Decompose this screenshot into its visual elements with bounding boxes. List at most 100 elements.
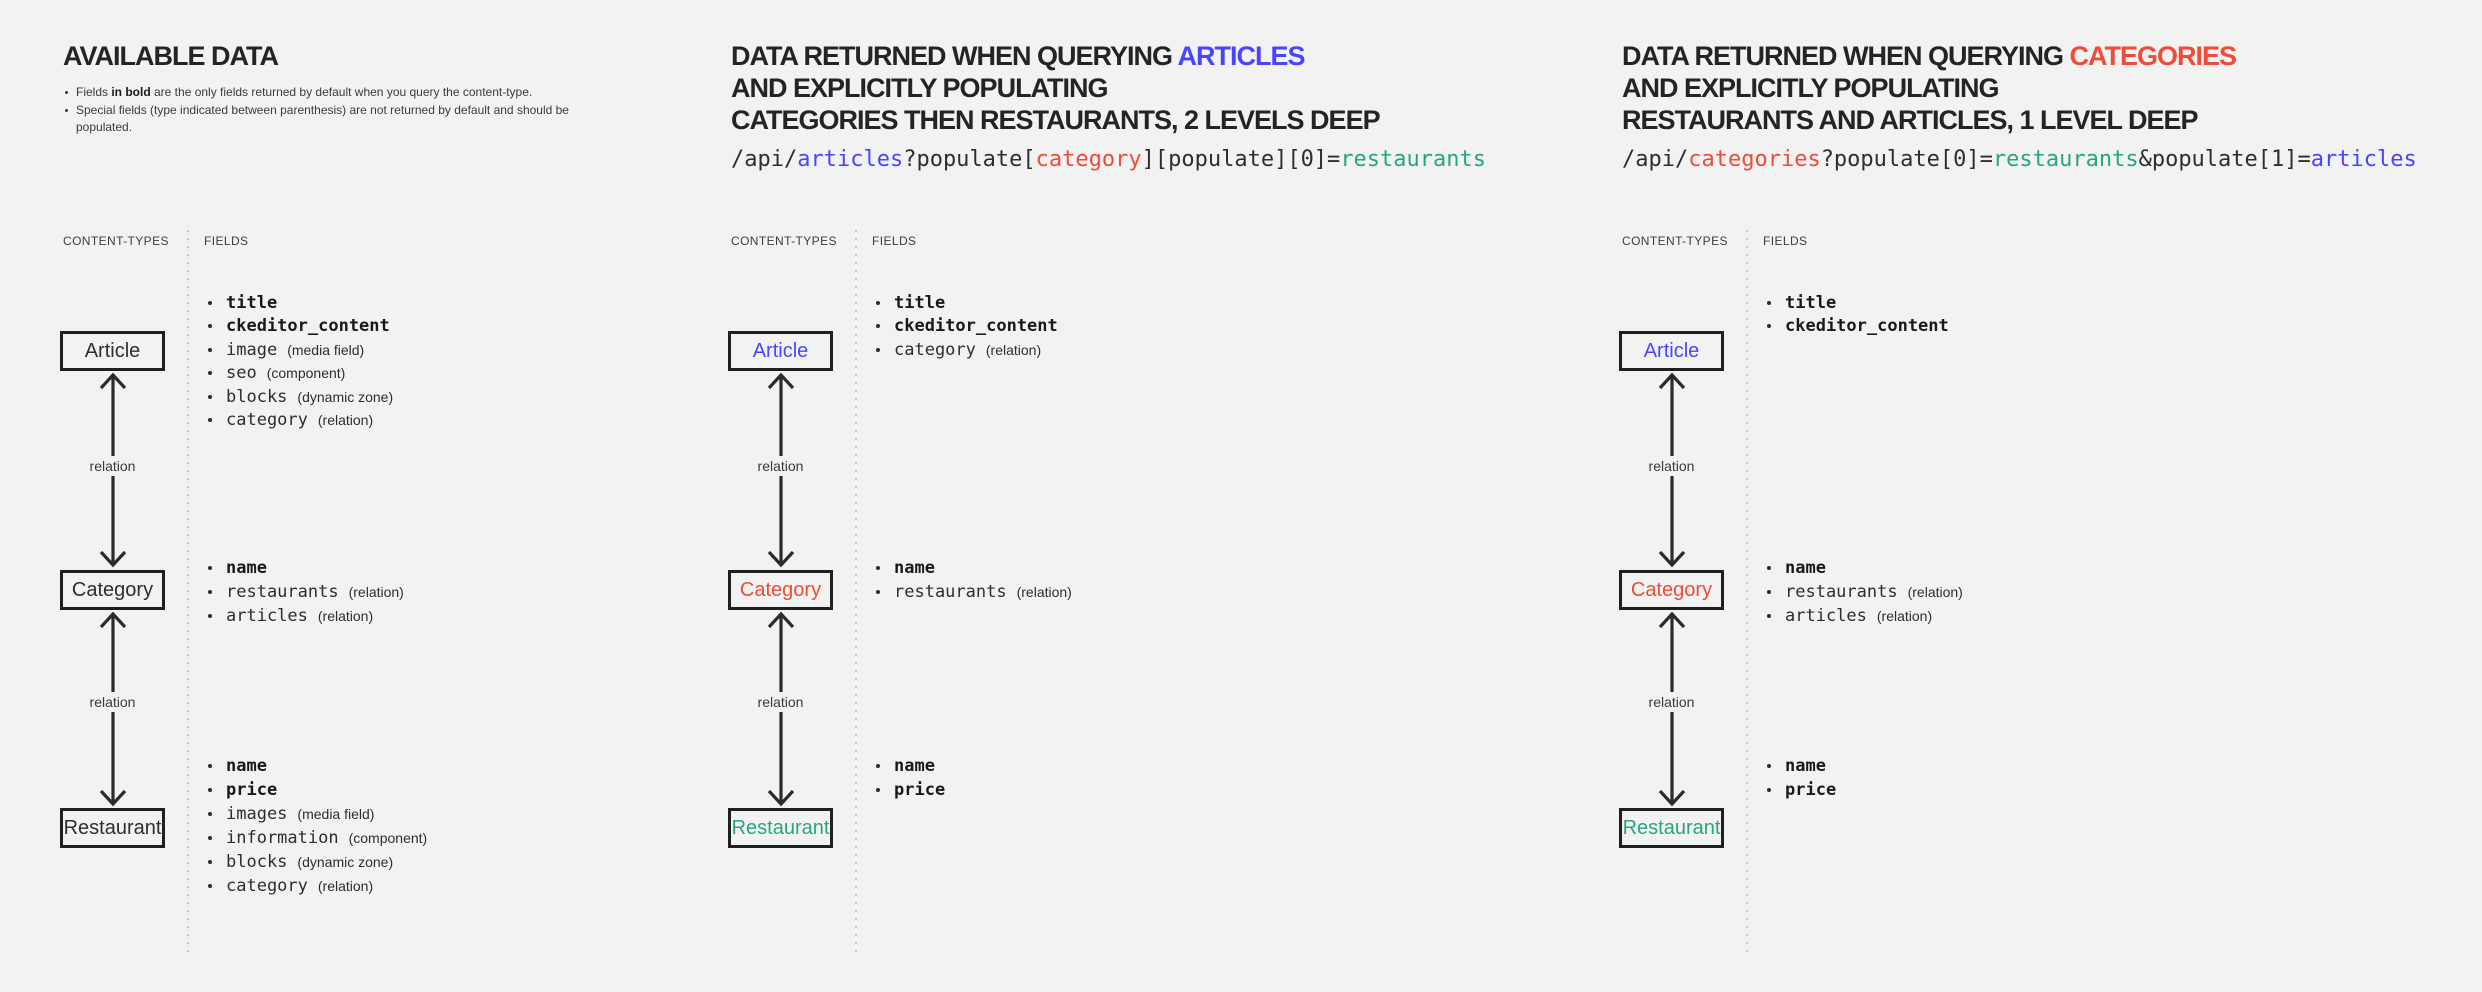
relation-label: relation <box>67 456 158 476</box>
box-label: Article <box>84 339 141 362</box>
content-type-box-category: Category <box>60 570 165 610</box>
field-item: articles(relation) <box>1767 604 1963 628</box>
box-label: Restaurant <box>1622 816 1721 839</box>
note-item: Fields in bold are the only fields retur… <box>65 84 585 102</box>
field-item: name <box>876 556 1072 580</box>
bullet-icon <box>208 347 212 352</box>
column-divider <box>855 230 857 958</box>
field-item: images(media field) <box>208 802 427 826</box>
fields-list-article: title ckeditor_content category(relation… <box>876 291 1068 362</box>
field-item: price <box>876 778 955 802</box>
field-item: blocks(dynamic zone) <box>208 385 400 409</box>
title-line: AND EXPLICITLY POPULATING <box>731 73 1109 103</box>
relation-label: relation <box>1626 692 1717 712</box>
content-type-box-restaurant: Restaurant <box>728 808 833 848</box>
bullet-icon <box>208 371 212 376</box>
bullet-icon <box>876 347 880 352</box>
box-label: Category <box>1630 578 1713 601</box>
field-item: title <box>208 291 400 315</box>
api-query: /api/articles?populate[category][populat… <box>731 147 1487 172</box>
title-line: DATA RETURNED WHEN QUERYING CATEGORIES <box>1622 41 2237 71</box>
relation-label: relation <box>67 692 158 712</box>
title-line: AVAILABLE DATA <box>63 41 279 71</box>
field-item: name <box>1767 754 1846 778</box>
title-line: CATEGORIES THEN RESTAURANTS, 2 LEVELS DE… <box>731 105 1381 135</box>
field-item: name <box>876 754 955 778</box>
content-type-box-category: Category <box>728 570 833 610</box>
field-item: restaurants(relation) <box>208 580 404 604</box>
page-title: DATA RETURNED WHEN QUERYING CATEGORIES A… <box>1622 40 2237 136</box>
fields-list-restaurant: name price images(media field) informati… <box>208 754 427 898</box>
bullet-icon <box>208 418 212 423</box>
field-item: restaurants(relation) <box>1767 580 1963 604</box>
bullet-icon <box>876 300 880 305</box>
field-item: ckeditor_content <box>1767 315 1959 339</box>
relation-label: relation <box>735 456 826 476</box>
field-item: category(relation) <box>876 338 1068 362</box>
field-item: price <box>1767 778 1846 802</box>
bullet-icon <box>208 788 212 792</box>
field-item: name <box>208 754 427 778</box>
content-type-box-category: Category <box>1619 570 1724 610</box>
bullet-icon <box>208 812 212 816</box>
bullet-icon <box>1767 788 1771 792</box>
bullet-icon <box>876 788 880 792</box>
box-label: Restaurant <box>731 816 830 839</box>
content-type-box-article: Article <box>728 331 833 371</box>
field-item: ckeditor_content <box>208 315 400 339</box>
fields-list-category: name restaurants(relation) articles(rela… <box>208 556 404 628</box>
fields-list-category: name restaurants(relation) <box>876 556 1072 604</box>
content-types-label: CONTENT-TYPES <box>63 234 169 248</box>
content-type-box-article: Article <box>1619 331 1724 371</box>
bullet-icon <box>876 324 880 329</box>
bullet-icon <box>208 324 212 329</box>
title-line: RESTAURANTS AND ARTICLES, 1 LEVEL DEEP <box>1622 105 2199 135</box>
field-item: restaurants(relation) <box>876 580 1072 604</box>
bullet-icon <box>208 614 212 618</box>
fields-label: FIELDS <box>872 234 917 248</box>
bullet-icon <box>65 108 68 112</box>
box-label: Category <box>71 578 154 601</box>
column-divider <box>187 230 189 958</box>
note-text: Special fields (type indicated between p… <box>76 102 569 135</box>
page-title: AVAILABLE DATA <box>63 40 279 72</box>
content-types-label: CONTENT-TYPES <box>731 234 837 248</box>
box-label: Article <box>752 339 809 362</box>
bullet-icon <box>65 91 68 94</box>
notes-list: Fields in bold are the only fields retur… <box>65 84 585 137</box>
field-item: image(media field) <box>208 338 400 362</box>
fields-label: FIELDS <box>204 234 249 248</box>
bullet-icon <box>1767 764 1771 768</box>
field-item: name <box>208 556 404 580</box>
bullet-icon <box>208 764 212 768</box>
title-line: AND EXPLICITLY POPULATING <box>1622 73 2000 103</box>
box-label: Article <box>1643 339 1700 362</box>
fields-list-article: title ckeditor_content <box>1767 291 1959 338</box>
field-item: category(relation) <box>208 874 427 898</box>
bullet-icon <box>208 836 212 840</box>
note-text: Fields in bold are the only fields retur… <box>76 85 533 99</box>
page-title: DATA RETURNED WHEN QUERYING ARTICLES AND… <box>731 40 1381 136</box>
bullet-icon <box>1767 590 1771 594</box>
fields-list-category: name restaurants(relation) articles(rela… <box>1767 556 1963 628</box>
field-item: category(relation) <box>208 409 400 433</box>
field-item: price <box>208 778 427 802</box>
content-types-label: CONTENT-TYPES <box>1622 234 1728 248</box>
fields-label: FIELDS <box>1763 234 1808 248</box>
bullet-icon <box>1767 614 1771 618</box>
field-item: seo(component) <box>208 362 400 386</box>
field-item: information(component) <box>208 826 427 850</box>
api-query: /api/categories?populate[0]=restaurants&… <box>1622 147 2417 172</box>
bullet-icon <box>208 884 212 888</box>
column-divider <box>1746 230 1748 958</box>
fields-list-restaurant: name price <box>876 754 955 802</box>
bullet-icon <box>876 764 880 768</box>
field-item: name <box>1767 556 1963 580</box>
bullet-icon <box>1767 324 1771 329</box>
relation-label: relation <box>735 692 826 712</box>
content-type-box-restaurant: Restaurant <box>60 808 165 848</box>
field-item: title <box>1767 291 1959 315</box>
bullet-icon <box>208 300 212 305</box>
title-line: DATA RETURNED WHEN QUERYING ARTICLES <box>731 41 1306 71</box>
